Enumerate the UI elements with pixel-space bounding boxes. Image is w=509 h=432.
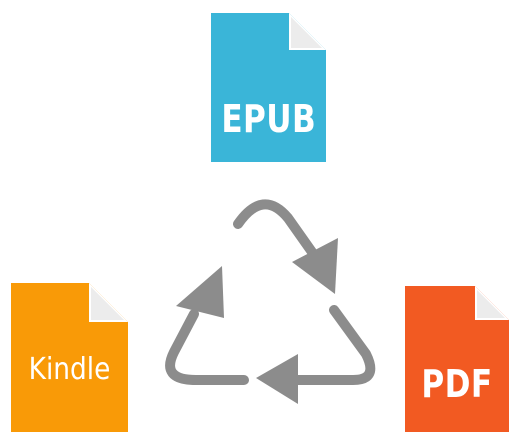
pdf-file-shape xyxy=(405,286,509,432)
epub-label: EPUB xyxy=(221,97,317,141)
pdf-file-body xyxy=(405,286,509,432)
arrowhead-bottom-icon xyxy=(256,354,298,404)
conversion-cycle-icon xyxy=(165,199,376,404)
epub-file-body xyxy=(211,13,326,162)
arrowhead-right-icon xyxy=(292,238,338,294)
pdf-label: PDF xyxy=(421,362,493,406)
pdf-file-icon: PDF xyxy=(405,286,509,432)
cycle-left-path xyxy=(165,309,249,385)
epub-file-shape xyxy=(211,13,326,162)
kindle-folded-corner xyxy=(91,287,124,320)
epub-file-icon: EPUB xyxy=(211,13,326,162)
arrowhead-left-icon xyxy=(176,266,224,318)
kindle-file-icon: Kindle xyxy=(11,283,128,432)
kindle-label: Kindle xyxy=(28,352,111,387)
cycle-paths xyxy=(165,199,376,385)
epub-folded-corner xyxy=(291,17,322,48)
cycle-right-path xyxy=(287,305,376,385)
pdf-folded-corner xyxy=(477,290,505,318)
kindle-file-shape xyxy=(11,283,128,432)
cycle-top-path xyxy=(233,199,317,257)
cycle-arrowheads xyxy=(176,238,338,404)
